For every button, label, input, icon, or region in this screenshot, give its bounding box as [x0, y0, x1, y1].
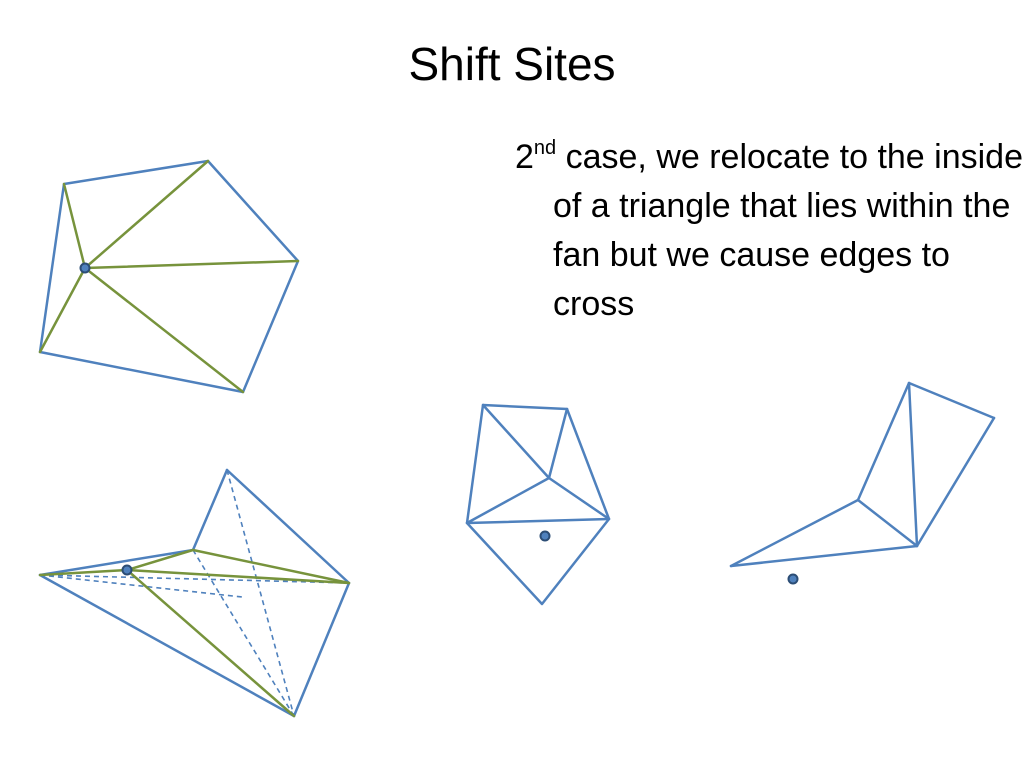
- fan-edge: [83, 159, 210, 270]
- fan-polygon-figure: [38, 159, 300, 394]
- bullet-number: 2: [515, 138, 534, 176]
- fan-edge: [83, 266, 245, 394]
- bullet-superscript: nd: [533, 137, 557, 159]
- triangulation-edge: [729, 498, 860, 568]
- site-point: [79, 262, 91, 274]
- fan-edge: [125, 548, 195, 572]
- triangulation-edge: [38, 548, 195, 577]
- triangulation-edge: [481, 403, 551, 480]
- zigzag-triangles-figure: [729, 381, 996, 585]
- site-point: [121, 564, 133, 576]
- bullet-body: case, we relocate to the inside of a tri…: [553, 138, 1023, 323]
- removed-edge: [226, 469, 295, 717]
- triangulation-edge: [225, 468, 351, 585]
- triangulation-edge: [547, 407, 569, 480]
- triangulation-edge: [729, 544, 919, 568]
- fan-edge: [83, 259, 300, 270]
- triangulation-edge: [38, 573, 296, 718]
- bullet-text: 2nd case, we relocate to the inside of a…: [515, 133, 1023, 329]
- fan-polygon-boundary: [38, 159, 300, 394]
- triangulation-edge: [915, 416, 996, 548]
- triangulation-edge: [907, 381, 996, 420]
- site-point: [787, 573, 799, 585]
- fan-edge: [62, 182, 87, 270]
- triangulation-edge: [856, 381, 911, 502]
- triangulation-edge: [907, 381, 919, 548]
- triangulated-polygon-figure: [465, 403, 611, 606]
- fan-edge: [38, 568, 129, 577]
- fan-edge: [125, 568, 351, 585]
- removed-edge: [39, 574, 243, 598]
- triangulation-edge: [547, 476, 611, 521]
- polygon-boundary: [465, 403, 611, 606]
- removed-edge: [39, 574, 350, 584]
- triangulation-edge: [191, 468, 229, 552]
- triangulation-edge: [465, 517, 611, 525]
- triangulation-edge: [856, 498, 919, 548]
- triangulation-edge: [465, 476, 551, 525]
- crossing-edges-figure: [38, 468, 351, 718]
- fan-edge: [38, 266, 87, 354]
- fan-edge: [125, 568, 296, 718]
- fan-edge: [191, 548, 351, 585]
- site-point: [539, 530, 551, 542]
- triangulation-edge: [292, 581, 351, 718]
- slide-title: Shift Sites: [408, 38, 616, 90]
